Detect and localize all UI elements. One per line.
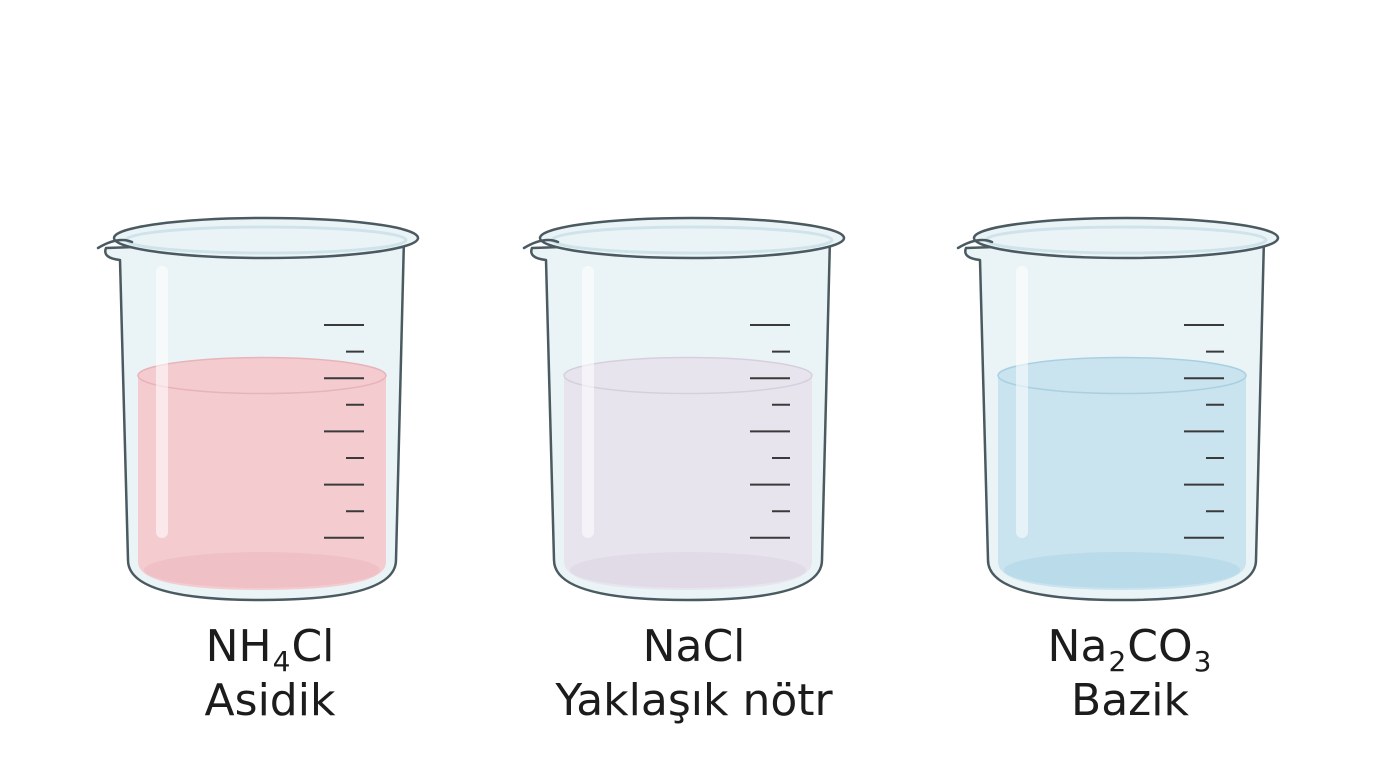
label-na2co3: Na2CO3 Bazik <box>930 620 1330 728</box>
liquid <box>564 375 812 590</box>
description-nacl: Yaklaşık nötr <box>555 675 833 726</box>
description-nh4cl: Asidik <box>204 675 336 726</box>
liquid-bottom <box>144 552 380 588</box>
glass-highlight <box>582 266 594 538</box>
beaker-spout <box>956 238 994 250</box>
beaker-nacl <box>522 216 846 602</box>
glass-highlight <box>156 266 168 538</box>
beaker-spout <box>96 238 134 250</box>
formula-nacl: NaCl <box>642 621 746 672</box>
formula-na2co3: Na2CO3 <box>1047 621 1212 678</box>
liquid-surface <box>997 356 1247 395</box>
label-nh4cl: NH4Cl Asidik <box>70 620 470 728</box>
liquid-surface <box>563 356 813 395</box>
beaker-spout <box>522 238 560 250</box>
formula-nh4cl: NH4Cl <box>205 621 335 678</box>
label-nacl: NaCl Yaklaşık nötr <box>494 620 894 728</box>
liquid-bottom <box>570 552 806 588</box>
liquid-surface <box>137 356 387 395</box>
liquid <box>998 375 1246 590</box>
beaker-na2co3 <box>956 216 1280 602</box>
liquid <box>138 375 386 590</box>
liquid-bottom <box>1004 552 1240 588</box>
description-na2co3: Bazik <box>1071 675 1189 726</box>
glass-highlight <box>1016 266 1028 538</box>
beaker-nh4cl <box>96 216 420 602</box>
